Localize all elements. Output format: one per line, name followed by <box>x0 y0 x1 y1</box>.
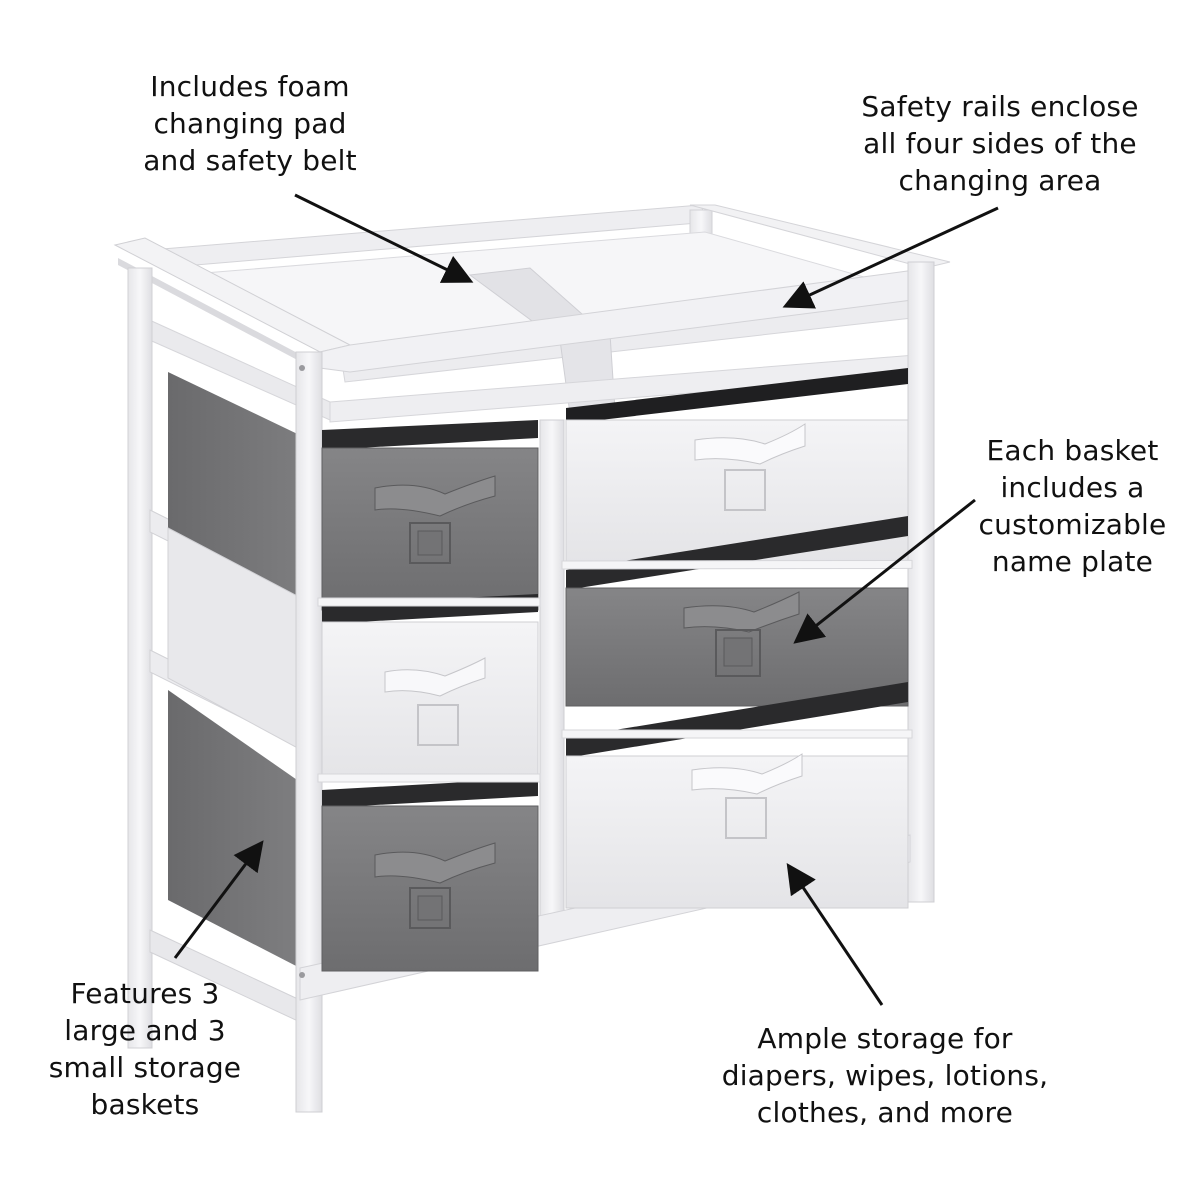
callout-line: Ample storage for <box>757 1022 1013 1055</box>
basket-handle-icon <box>374 475 496 517</box>
callout-line: includes a <box>1000 471 1145 504</box>
basket-right-middle-gray <box>565 516 909 707</box>
arrow-storage <box>786 863 884 1006</box>
basket-handle-icon <box>691 753 803 795</box>
basket-left-bottom-gray <box>321 778 539 972</box>
basket-right-top-white <box>565 368 909 565</box>
callout-line: Safety rails enclose <box>861 90 1139 123</box>
callout-changing-pad: Includes foam changing pad and safety be… <box>110 68 390 179</box>
basket-handle-icon <box>374 842 496 884</box>
callout-line: Features 3 <box>70 977 220 1010</box>
callout-arrows <box>173 193 999 1006</box>
callout-name-plate: Each basket includes a customizable name… <box>955 432 1190 580</box>
arrow-rails <box>782 206 999 309</box>
basket-left-middle-white <box>321 594 539 783</box>
callout-line: name plate <box>991 545 1154 578</box>
callout-line: diapers, wipes, lotions, <box>721 1059 1049 1092</box>
callout-line: all four sides of the <box>863 127 1137 160</box>
callout-line: Includes foam <box>150 70 350 103</box>
callout-safety-rails: Safety rails enclose all four sides of t… <box>820 88 1180 199</box>
shelf-lips <box>317 559 913 783</box>
name-plate <box>715 629 761 677</box>
basket-left-top-gray <box>321 420 539 611</box>
basket-handle-icon <box>384 657 486 697</box>
basket-handle-icon <box>694 423 806 465</box>
arrow-pad <box>294 193 474 283</box>
arrow-baskets <box>173 840 264 959</box>
name-plate <box>409 887 451 929</box>
name-plate <box>417 704 459 746</box>
callout-line: large and 3 <box>64 1014 226 1047</box>
callout-line: changing area <box>898 164 1102 197</box>
callout-line: customizable <box>978 508 1167 541</box>
callout-ample-storage: Ample storage for diapers, wipes, lotion… <box>690 1020 1080 1131</box>
name-plate <box>725 797 767 839</box>
name-plate <box>724 469 766 511</box>
callout-line: changing pad <box>153 107 347 140</box>
callout-line: baskets <box>90 1088 200 1121</box>
callout-storage-baskets: Features 3 large and 3 small storage bas… <box>20 975 270 1123</box>
callout-line: small storage <box>48 1051 242 1084</box>
callout-line: Each basket <box>986 434 1159 467</box>
name-plate <box>409 522 451 564</box>
bottom-large-basket <box>565 682 909 909</box>
callout-line: and safety belt <box>143 144 357 177</box>
arrow-plate <box>793 498 976 644</box>
front-safety-rail <box>113 237 916 373</box>
side-basket <box>168 690 300 968</box>
callout-line: clothes, and more <box>756 1096 1014 1129</box>
